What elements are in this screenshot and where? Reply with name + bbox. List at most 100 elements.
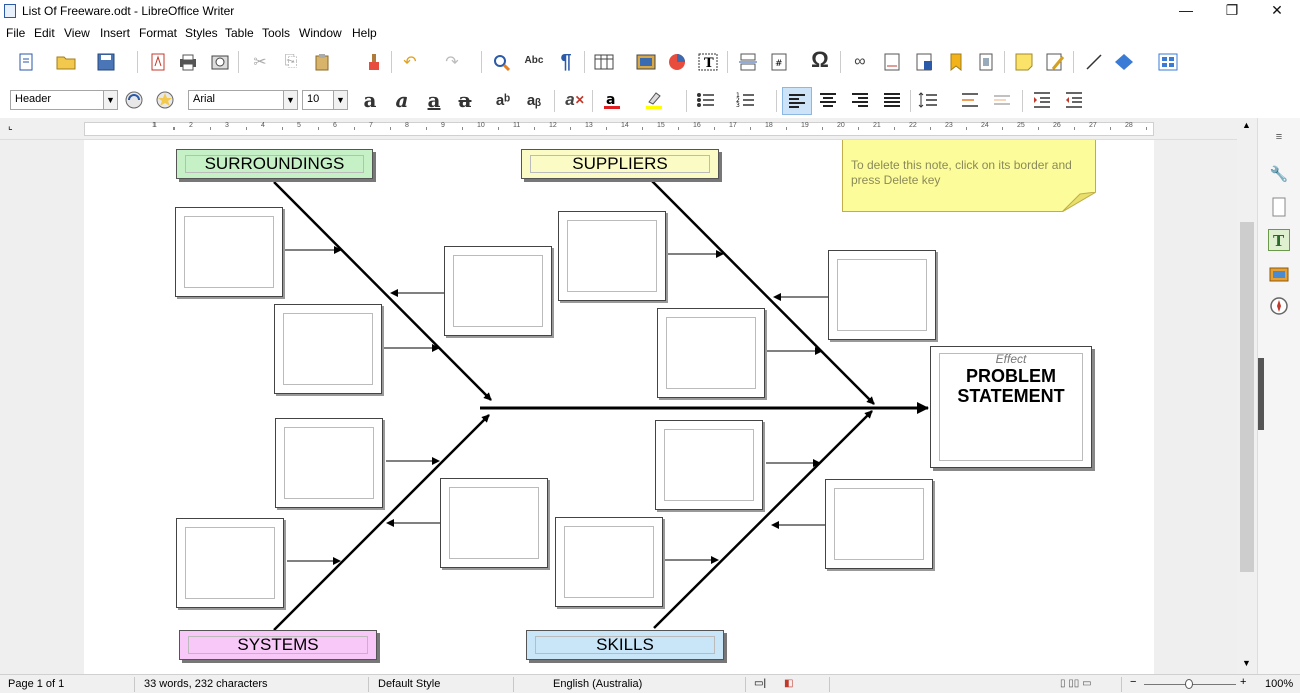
find-replace-icon[interactable] <box>490 50 514 74</box>
align-center-icon[interactable] <box>816 88 840 112</box>
open-folder-icon[interactable] <box>54 50 78 74</box>
export-pdf-icon[interactable] <box>146 50 170 74</box>
zoom-slider-handle[interactable] <box>1185 679 1193 689</box>
insert-chart-icon[interactable] <box>665 50 689 74</box>
new-style-icon[interactable] <box>153 88 177 112</box>
insert-bookmark-icon[interactable] <box>944 50 968 74</box>
redo-icon[interactable]: ↷ <box>445 54 459 71</box>
new-document-icon[interactable] <box>14 50 38 74</box>
gallery-icon[interactable] <box>1268 262 1290 284</box>
cause-box[interactable] <box>274 304 382 394</box>
paste-icon[interactable] <box>310 50 334 74</box>
increase-paragraph-spacing-icon[interactable] <box>958 88 982 112</box>
insert-cross-reference-icon[interactable] <box>974 50 998 74</box>
decrease-indent-icon[interactable] <box>1062 88 1086 112</box>
insert-text-box-icon[interactable]: T <box>696 50 720 74</box>
menu-format[interactable]: Format <box>139 26 178 40</box>
insert-hyperlink-icon[interactable]: ∞ <box>854 53 866 70</box>
insert-special-character-icon[interactable]: Ω <box>811 47 829 72</box>
bullet-list-icon[interactable] <box>694 88 718 112</box>
chevron-down-icon[interactable]: ▼ <box>283 91 297 109</box>
zoom-in-icon[interactable]: + <box>1240 676 1247 688</box>
insert-field-icon[interactable]: # <box>767 50 791 74</box>
zoom-level[interactable]: 100% <box>1265 678 1294 690</box>
highlighting-color-icon[interactable] <box>642 88 666 112</box>
document-modified-icon[interactable]: ◧ <box>784 678 794 689</box>
menu-tools[interactable]: Tools <box>262 26 291 40</box>
close-button[interactable]: ✕ <box>1271 2 1283 18</box>
spelling-icon[interactable]: Abc <box>524 54 544 66</box>
scroll-down-icon[interactable]: ▼ <box>1242 658 1251 668</box>
show-draw-functions-icon[interactable] <box>1156 50 1180 74</box>
cause-box[interactable] <box>825 479 933 569</box>
document-area[interactable]: SURROUNDINGS SUPPLIERS SYSTEMS SKILLS <box>0 140 1237 674</box>
scroll-up-icon[interactable]: ▲ <box>1242 120 1251 130</box>
menu-edit[interactable]: Edit <box>34 26 55 40</box>
menu-view[interactable]: View <box>64 26 90 40</box>
justify-icon[interactable] <box>880 88 904 112</box>
category-surroundings[interactable]: SURROUNDINGS <box>176 149 373 179</box>
track-changes-icon[interactable] <box>1043 50 1067 74</box>
print-preview-icon[interactable] <box>208 50 232 74</box>
cause-box[interactable] <box>828 250 936 340</box>
basic-shapes-icon[interactable] <box>1112 50 1136 74</box>
insert-image-icon[interactable] <box>634 50 658 74</box>
save-icon[interactable] <box>94 50 118 74</box>
font-size-select[interactable]: 10 ▼ <box>302 90 348 110</box>
sticky-note[interactable]: To delete this note, click on its border… <box>842 140 1096 212</box>
cause-box[interactable] <box>657 308 765 398</box>
align-right-icon[interactable] <box>848 88 872 112</box>
print-icon[interactable] <box>176 50 200 74</box>
insert-footnote-icon[interactable] <box>880 50 904 74</box>
cause-box[interactable] <box>444 246 552 336</box>
effect-box[interactable]: Effect PROBLEM STATEMENT <box>930 346 1092 468</box>
insert-mode-icon[interactable]: ▭| <box>754 678 767 689</box>
menu-styles[interactable]: Styles <box>185 26 218 40</box>
maximize-button[interactable]: ❐ <box>1225 2 1239 18</box>
increase-indent-icon[interactable] <box>1030 88 1054 112</box>
insert-page-break-icon[interactable] <box>736 50 760 74</box>
menu-window[interactable]: Window <box>299 26 342 40</box>
category-skills[interactable]: SKILLS <box>526 630 724 660</box>
insert-endnote-icon[interactable] <box>912 50 936 74</box>
cut-icon[interactable]: ✂ <box>253 54 267 71</box>
chevron-down-icon[interactable]: ▼ <box>103 91 117 109</box>
italic-icon[interactable]: a <box>395 88 409 112</box>
bold-icon[interactable]: a <box>363 88 377 112</box>
font-name-select[interactable]: Arial ▼ <box>188 90 298 110</box>
decrease-paragraph-spacing-icon[interactable] <box>990 88 1014 112</box>
paragraph-style-select[interactable]: Header ▼ <box>10 90 118 110</box>
formatting-marks-icon[interactable]: ¶ <box>560 50 572 73</box>
cause-box[interactable] <box>440 478 548 568</box>
zoom-out-icon[interactable]: − <box>1130 676 1137 688</box>
menu-insert[interactable]: Insert <box>100 26 131 40</box>
align-left-icon[interactable] <box>782 87 812 115</box>
word-count[interactable]: 33 words, 232 characters <box>144 678 268 690</box>
superscript-icon[interactable]: aᵇ <box>495 91 511 109</box>
cause-box[interactable] <box>176 518 284 608</box>
undo-icon[interactable]: ↶ <box>403 54 417 71</box>
clear-formatting-icon[interactable]: a✕ <box>565 90 585 109</box>
chevron-down-icon[interactable]: ▼ <box>333 91 347 109</box>
view-layout-icon[interactable]: ▯ ▯▯ ▭ <box>1060 678 1092 689</box>
subscript-icon[interactable]: aᵦ <box>526 91 542 109</box>
sidebar-collapse-handle[interactable] <box>1258 358 1264 430</box>
menu-file[interactable]: File <box>6 26 26 40</box>
menu-table[interactable]: Table <box>225 26 254 40</box>
navigator-compass-icon[interactable] <box>1268 295 1290 317</box>
minimize-button[interactable]: — <box>1179 2 1193 18</box>
category-suppliers[interactable]: SUPPLIERS <box>521 149 719 179</box>
insert-table-icon[interactable] <box>592 50 616 74</box>
cause-box[interactable] <box>275 418 383 508</box>
page-icon[interactable] <box>1268 196 1290 218</box>
menu-help[interactable]: Help <box>352 26 377 40</box>
page-count[interactable]: Page 1 of 1 <box>8 678 65 690</box>
tab-stop-type-icon[interactable]: ⌞ <box>8 121 13 132</box>
document-page[interactable]: SURROUNDINGS SUPPLIERS SYSTEMS SKILLS <box>84 140 1154 674</box>
line-spacing-icon[interactable] <box>916 88 940 112</box>
clone-formatting-icon[interactable] <box>362 50 386 74</box>
vertical-scrollbar[interactable]: ▲ ▼ <box>1237 118 1257 674</box>
cause-box[interactable] <box>558 211 666 301</box>
